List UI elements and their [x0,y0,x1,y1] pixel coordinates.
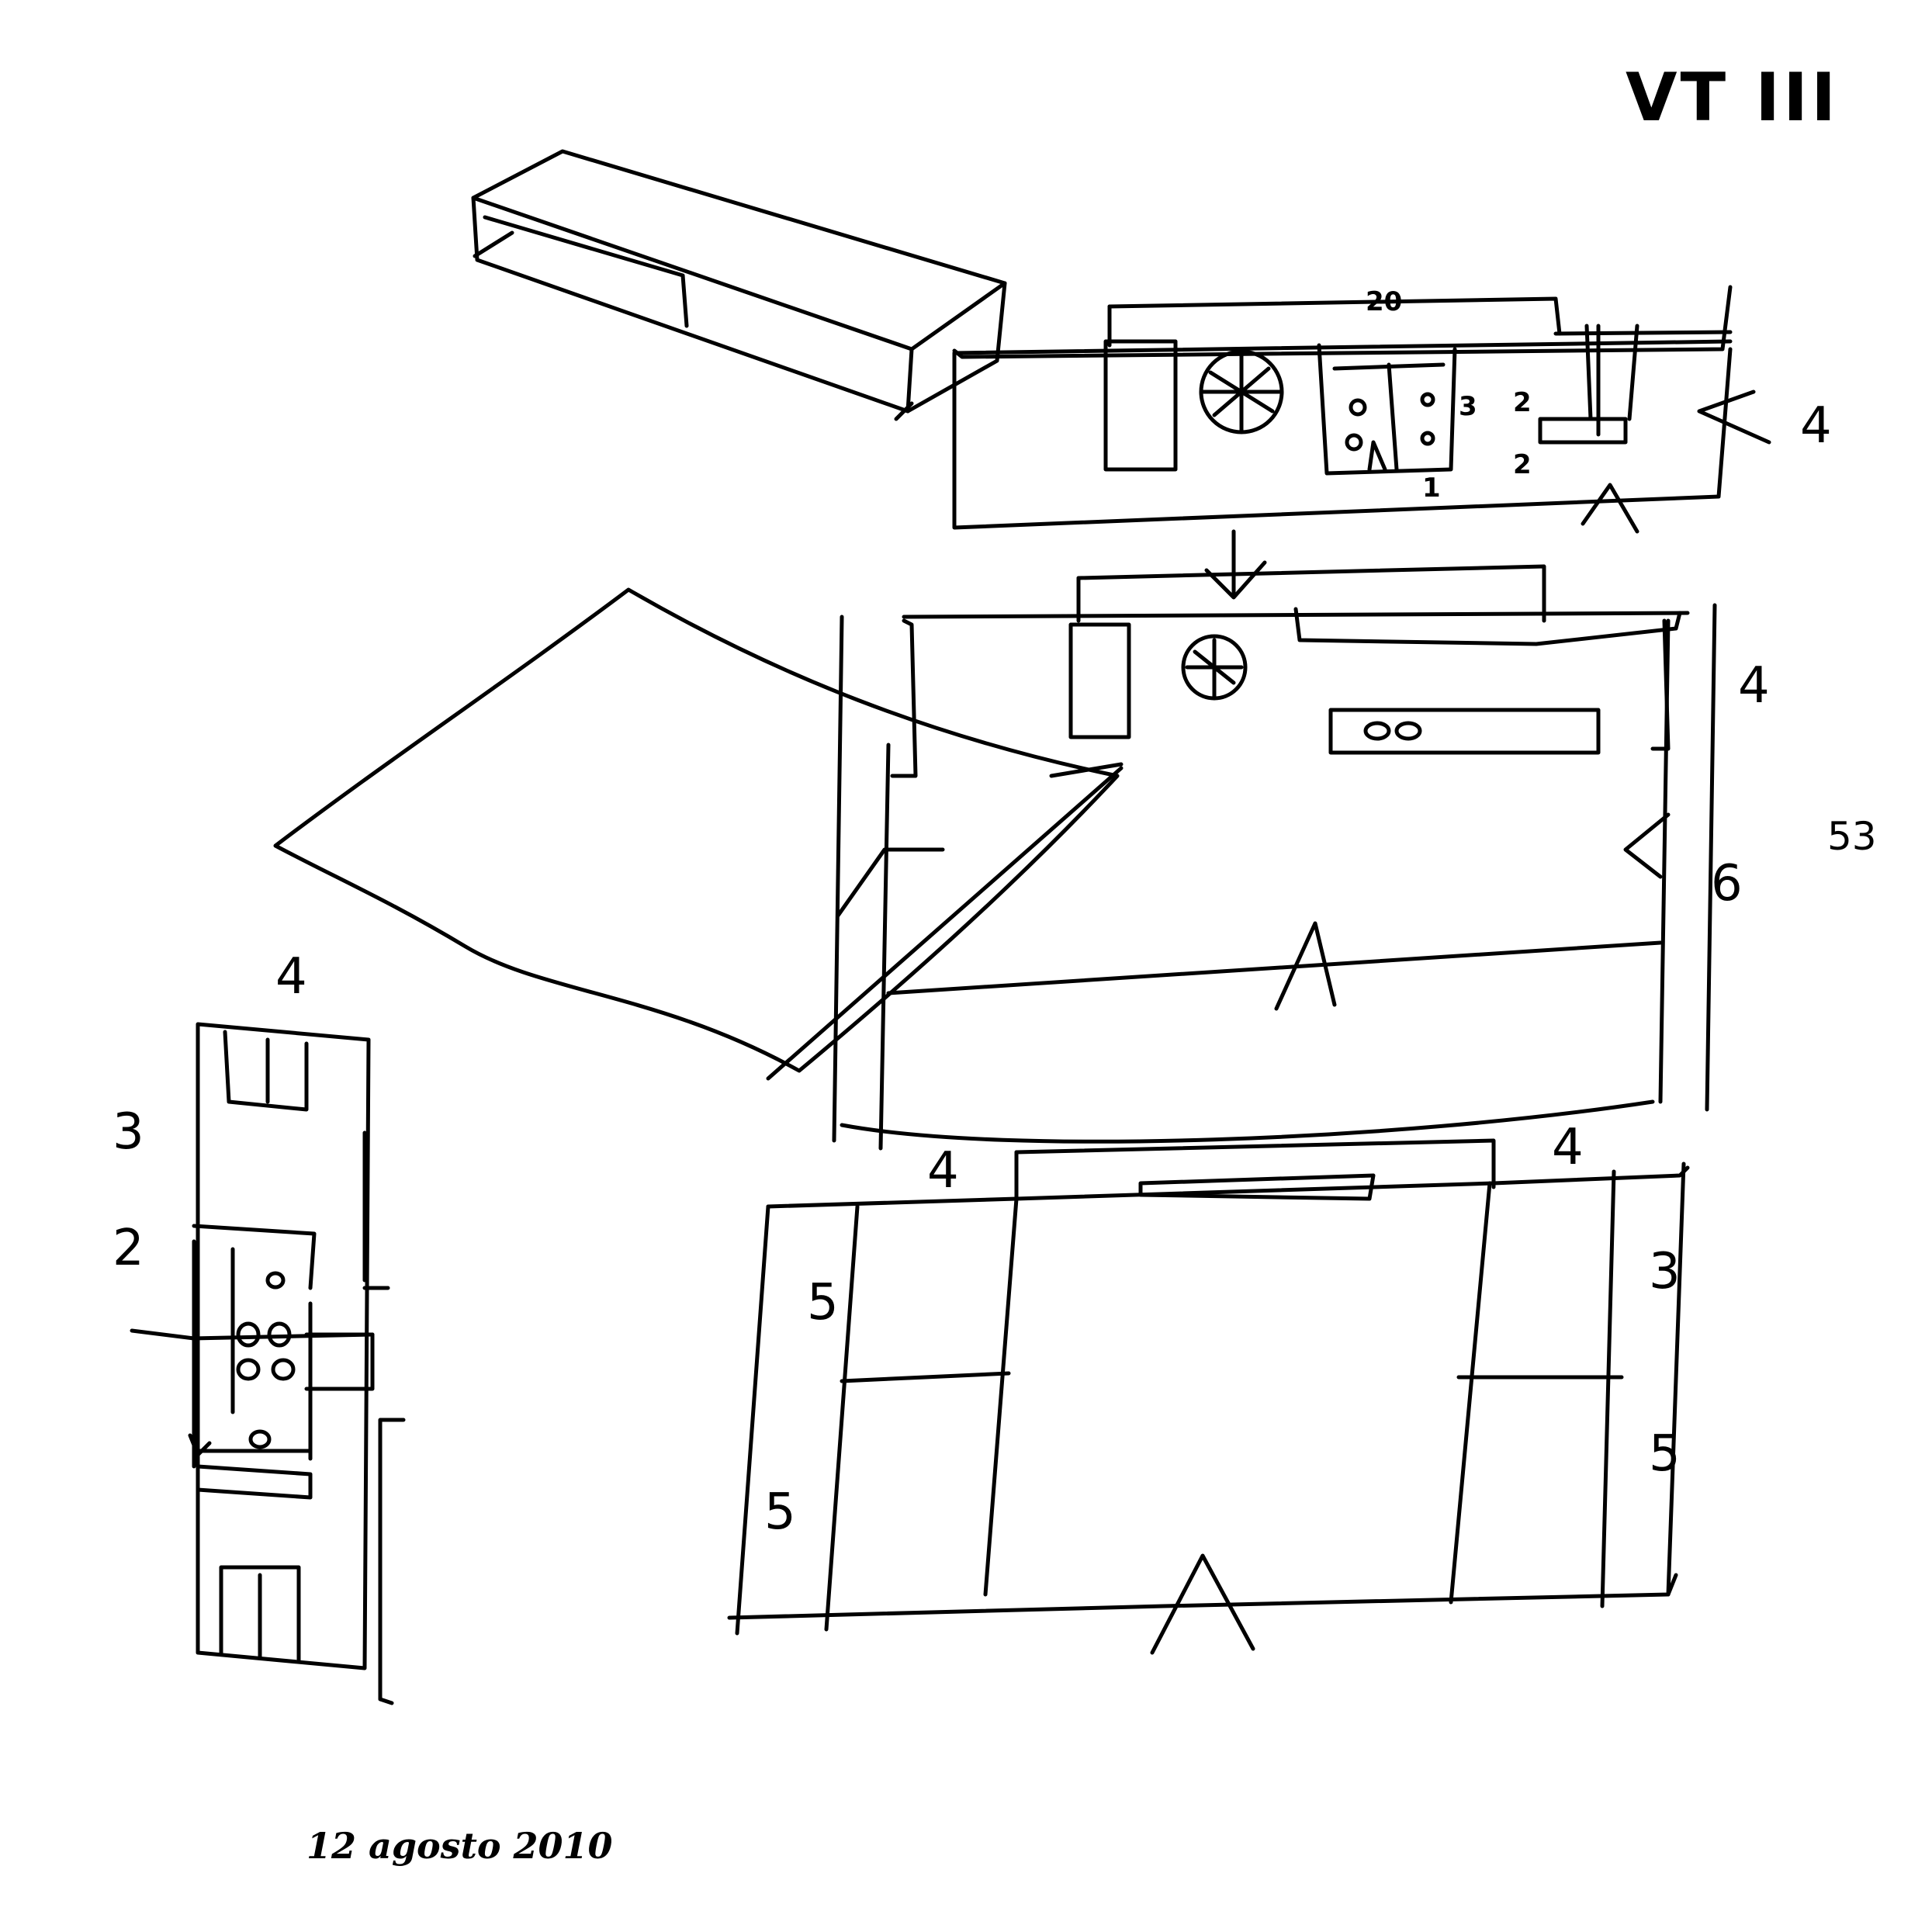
label-section-3: 3 [113,1103,144,1161]
down-arrow-icon [1204,529,1267,600]
label-middle-6: 6 [1711,855,1743,912]
label-bottom-4-right: 4 [1552,1119,1584,1176]
label-section-4: 4 [275,948,307,1006]
bottom-plan: 4 4 5 5 3 5 [727,1119,1690,1655]
label-middle-4: 4 [1738,657,1770,715]
page-number: 53 [1827,814,1877,859]
sketch-title: VT III [1626,59,1839,137]
label-bottom-5-lower: 5 [764,1484,796,1541]
middle-plan: 4 6 [832,564,1770,1151]
label-section-2: 2 [113,1220,144,1277]
top-plan: 20 4 3 2 2 1 [952,285,1832,534]
label-bottom-5-upper: 5 [807,1274,839,1331]
label-bottom-5-right: 5 [1649,1425,1681,1483]
label-1: 1 [1422,473,1441,504]
axonometric-volume [471,149,1007,421]
label-top-right: 4 [1800,397,1832,455]
perspective-plane [273,587,1124,1081]
label-2a: 2 [1513,387,1532,418]
label-bottom-4-left: 4 [927,1142,959,1200]
section-elevation: 4 3 2 [113,948,406,1705]
label-bottom-3-right: 3 [1649,1243,1681,1300]
label-3: 3 [1459,391,1477,422]
sketch-date: 12 agosto 2010 [306,1825,613,1867]
label-2b: 2 [1513,449,1532,480]
label-width: 20 [1366,286,1402,317]
